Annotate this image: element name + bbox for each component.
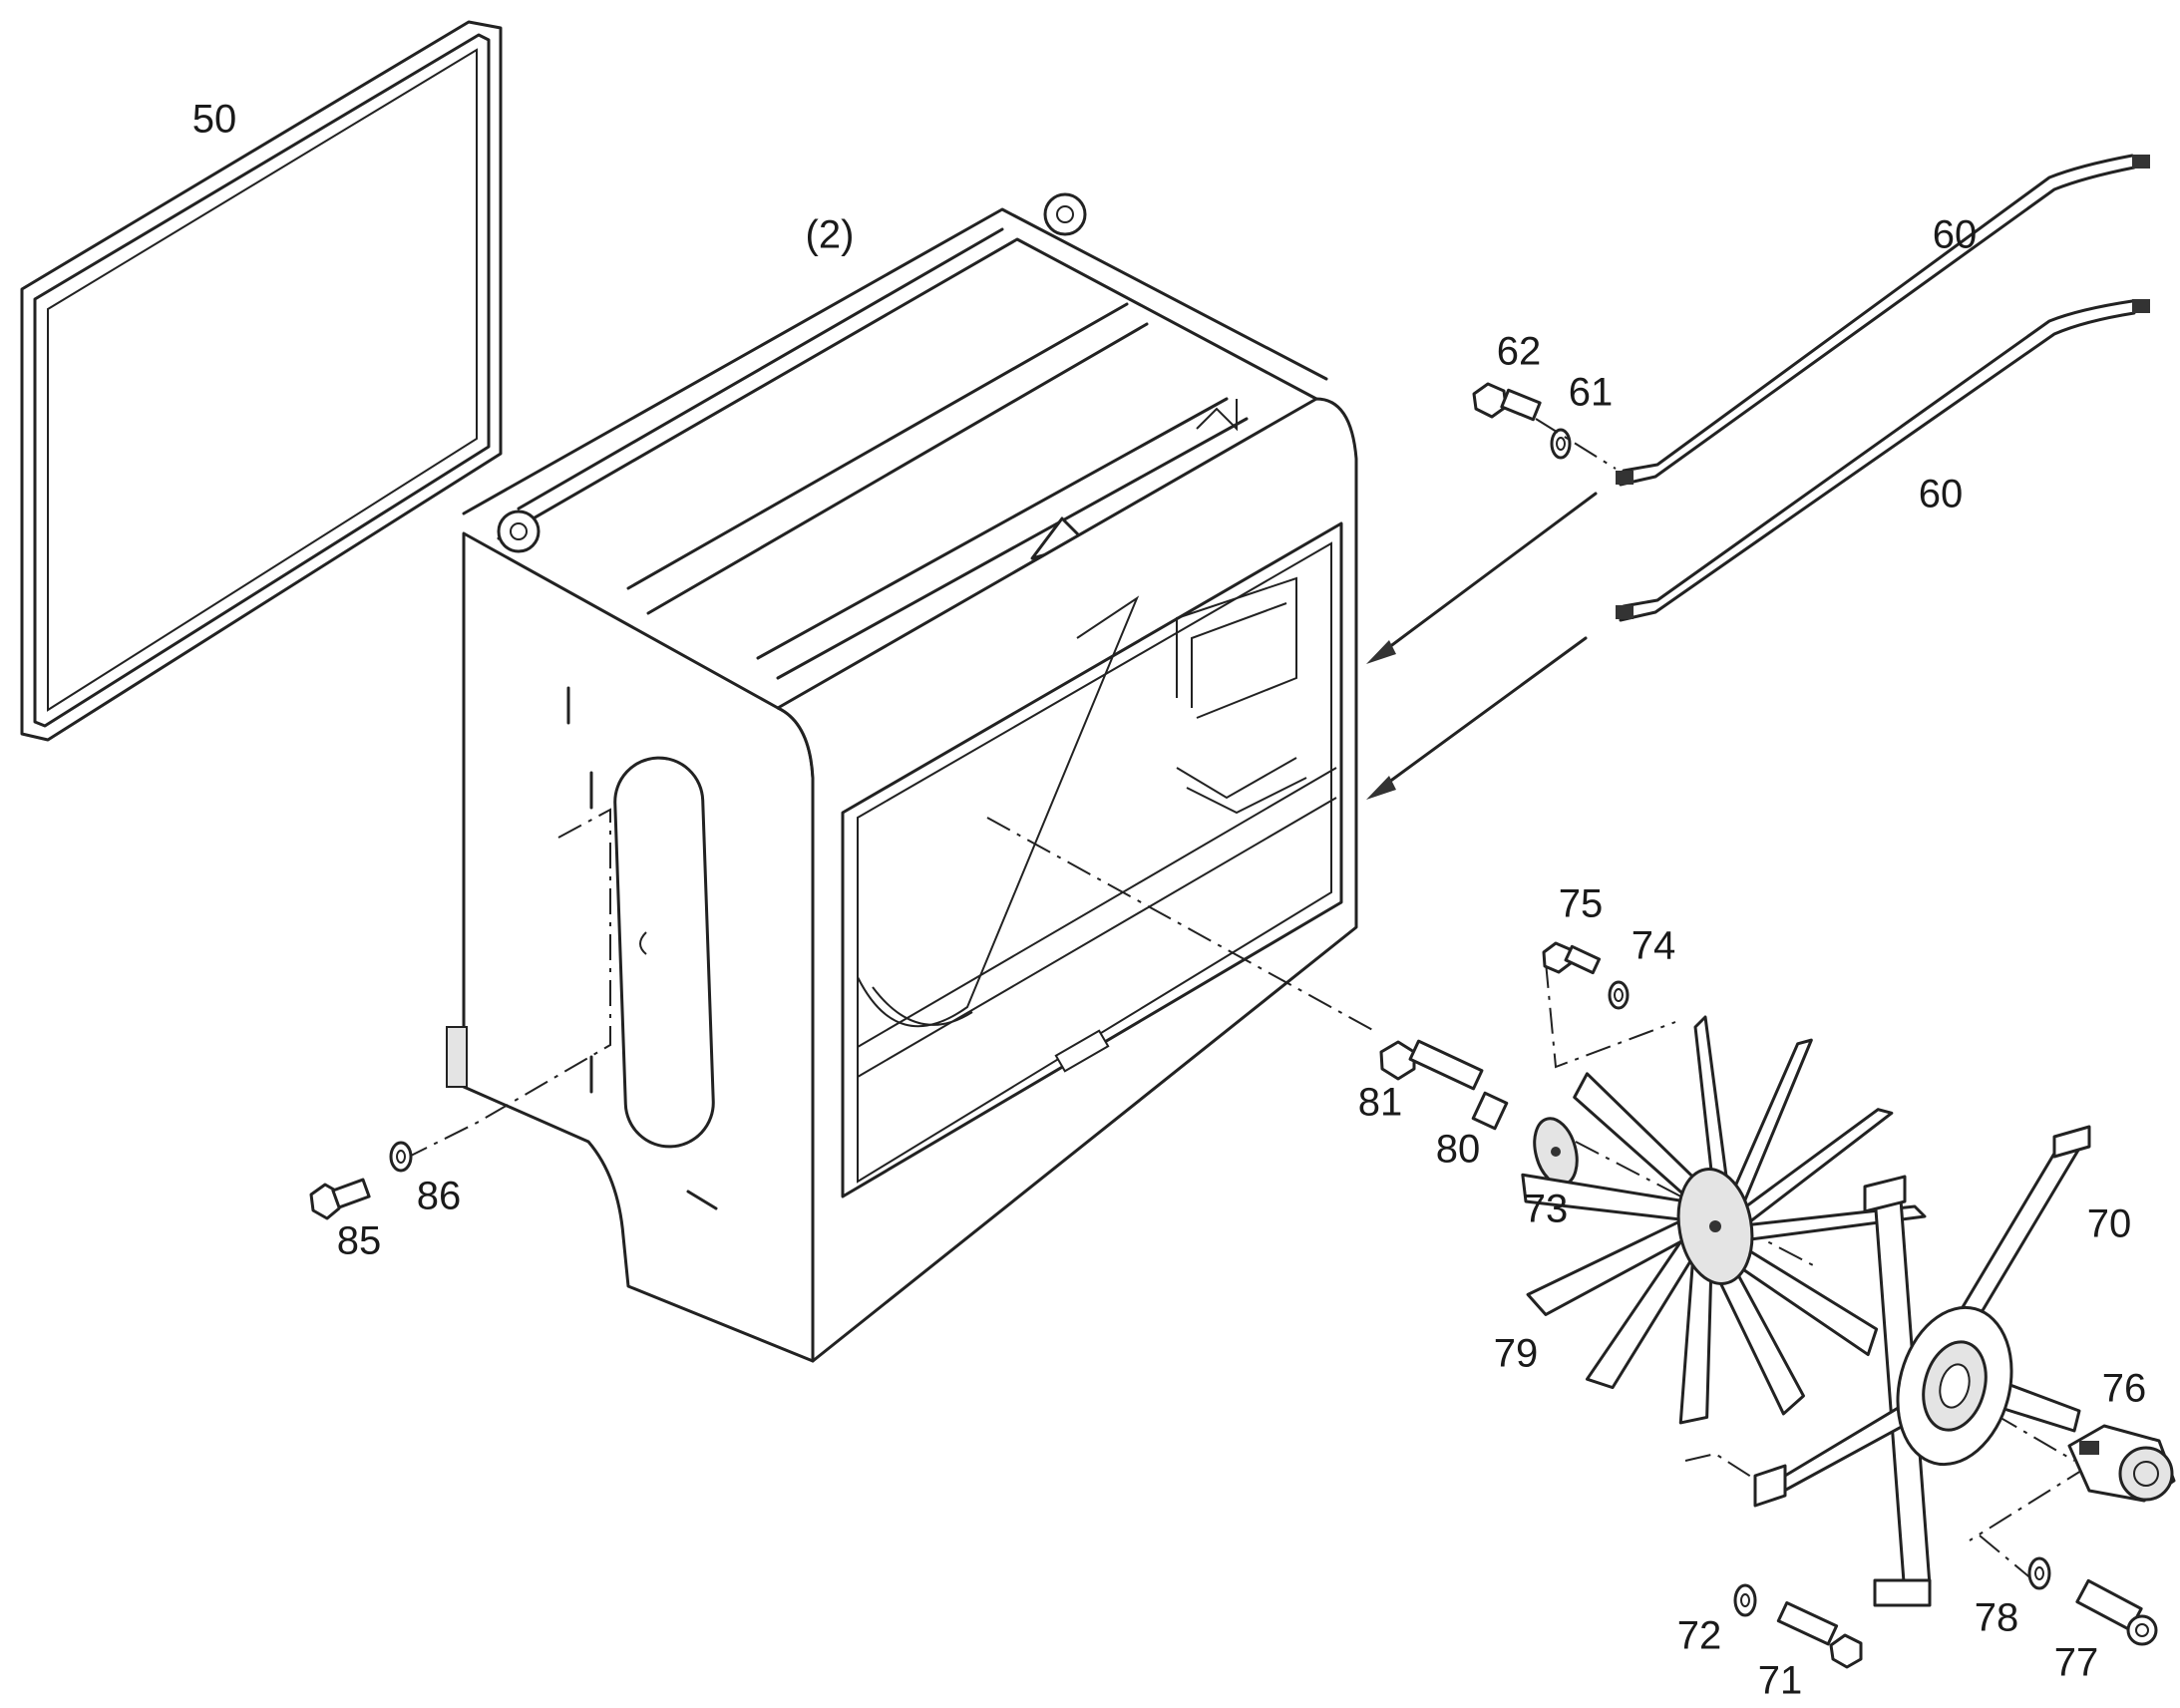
- label-81: 81: [1358, 1081, 1403, 1125]
- bolt-75: [1542, 941, 1602, 975]
- washer-86: [389, 1141, 413, 1173]
- washer-78: [2027, 1556, 2051, 1590]
- label-77: 77: [2054, 1641, 2099, 1685]
- label-50: 50: [192, 98, 237, 142]
- part-labels: (2) 50 60 60 61 62 70 71 72 73 74 75 76 …: [192, 98, 2147, 1703]
- label-76: 76: [2102, 1367, 2147, 1411]
- fan-guard-bracket-70: [1753, 1125, 2091, 1607]
- label-79: 79: [1494, 1332, 1539, 1376]
- bolt-85: [309, 1178, 371, 1220]
- washer-72: [1733, 1583, 1757, 1617]
- label-85: 85: [337, 1219, 382, 1263]
- label-72: 72: [1677, 1614, 1722, 1658]
- washer-74: [1608, 980, 1630, 1010]
- label-62: 62: [1497, 330, 1542, 374]
- motor-76: [2067, 1424, 2176, 1503]
- fan-79: [1521, 1015, 1927, 1425]
- label-80: 80: [1436, 1128, 1481, 1172]
- bolt-81: [1379, 1039, 1484, 1091]
- label-73: 73: [1524, 1188, 1569, 1231]
- spacer-80: [1471, 1091, 1509, 1131]
- label-75: 75: [1559, 882, 1604, 926]
- label-71: 71: [1758, 1659, 1803, 1703]
- label-74: 74: [1632, 924, 1676, 968]
- washer-61: [1550, 428, 1572, 460]
- label-78: 78: [1975, 1596, 2019, 1640]
- label-61: 61: [1569, 371, 1614, 415]
- label-frame-2: (2): [806, 213, 855, 257]
- label-86: 86: [417, 1175, 462, 1218]
- bolt-77: [2075, 1578, 2158, 1646]
- label-70: 70: [2087, 1202, 2132, 1246]
- support-rods-60: [1366, 154, 2150, 800]
- label-60-lower: 60: [1919, 473, 1964, 516]
- leader-62-61: [1535, 418, 1617, 470]
- bolt-62: [1472, 382, 1542, 422]
- gasket-frame-50: [20, 20, 503, 742]
- assembly-leader-lines: [408, 808, 2090, 1586]
- fan-housing-frame: [446, 192, 1358, 1363]
- label-60-upper: 60: [1933, 213, 1978, 257]
- bolt-71: [1776, 1601, 1863, 1669]
